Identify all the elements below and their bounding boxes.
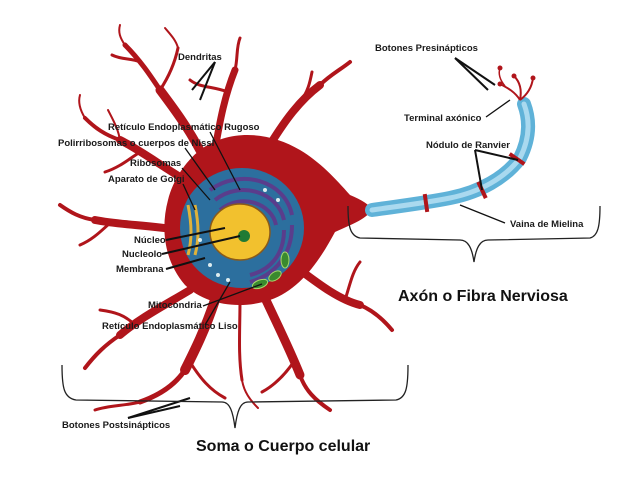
label-botones-presinapticos: Botones Presinápticos	[375, 43, 478, 54]
label-aparato-golgi: Aparato de Golgi	[108, 174, 185, 185]
dendrites	[58, 24, 394, 412]
axon	[359, 65, 536, 217]
label-ribosomas: Ribosomas	[130, 158, 181, 169]
label-terminal-axonico: Terminal axónico	[404, 113, 482, 124]
caption-axon: Axón o Fibra Nerviosa	[398, 288, 568, 305]
smooth-er	[198, 188, 280, 282]
soma-brace	[61, 364, 409, 429]
golgi-apparatus	[186, 204, 200, 256]
label-reticulo-rugoso: Retículo Endoplasmático Rugoso	[108, 122, 260, 133]
rough-er	[208, 176, 294, 284]
label-vaina-mielina: Vaina de Mielina	[510, 219, 584, 230]
ranvier-node	[422, 193, 430, 213]
label-dendritas: Dendritas	[178, 52, 222, 63]
axon-brace	[347, 205, 601, 263]
mitochondria	[251, 251, 290, 290]
label-mitocondria: Mitocondria	[148, 300, 203, 311]
label-botones-postsinapticos: Botones Postsinápticos	[62, 420, 170, 431]
caption-soma: Soma o Cuerpo celular	[196, 438, 370, 455]
label-nucleo: Núcleo	[134, 235, 166, 246]
label-reticulo-liso: Retículo Endoplasmático Liso	[102, 321, 238, 332]
nucleolus	[238, 230, 250, 242]
label-membrana: Membrana	[116, 264, 164, 275]
label-nucleolo: Nucleolo	[122, 249, 162, 260]
label-polirribosomas: Polirribosomas o cuerpos de Nissl	[58, 138, 214, 149]
label-nodulo-ranvier: Nódulo de Ranvier	[426, 140, 510, 151]
